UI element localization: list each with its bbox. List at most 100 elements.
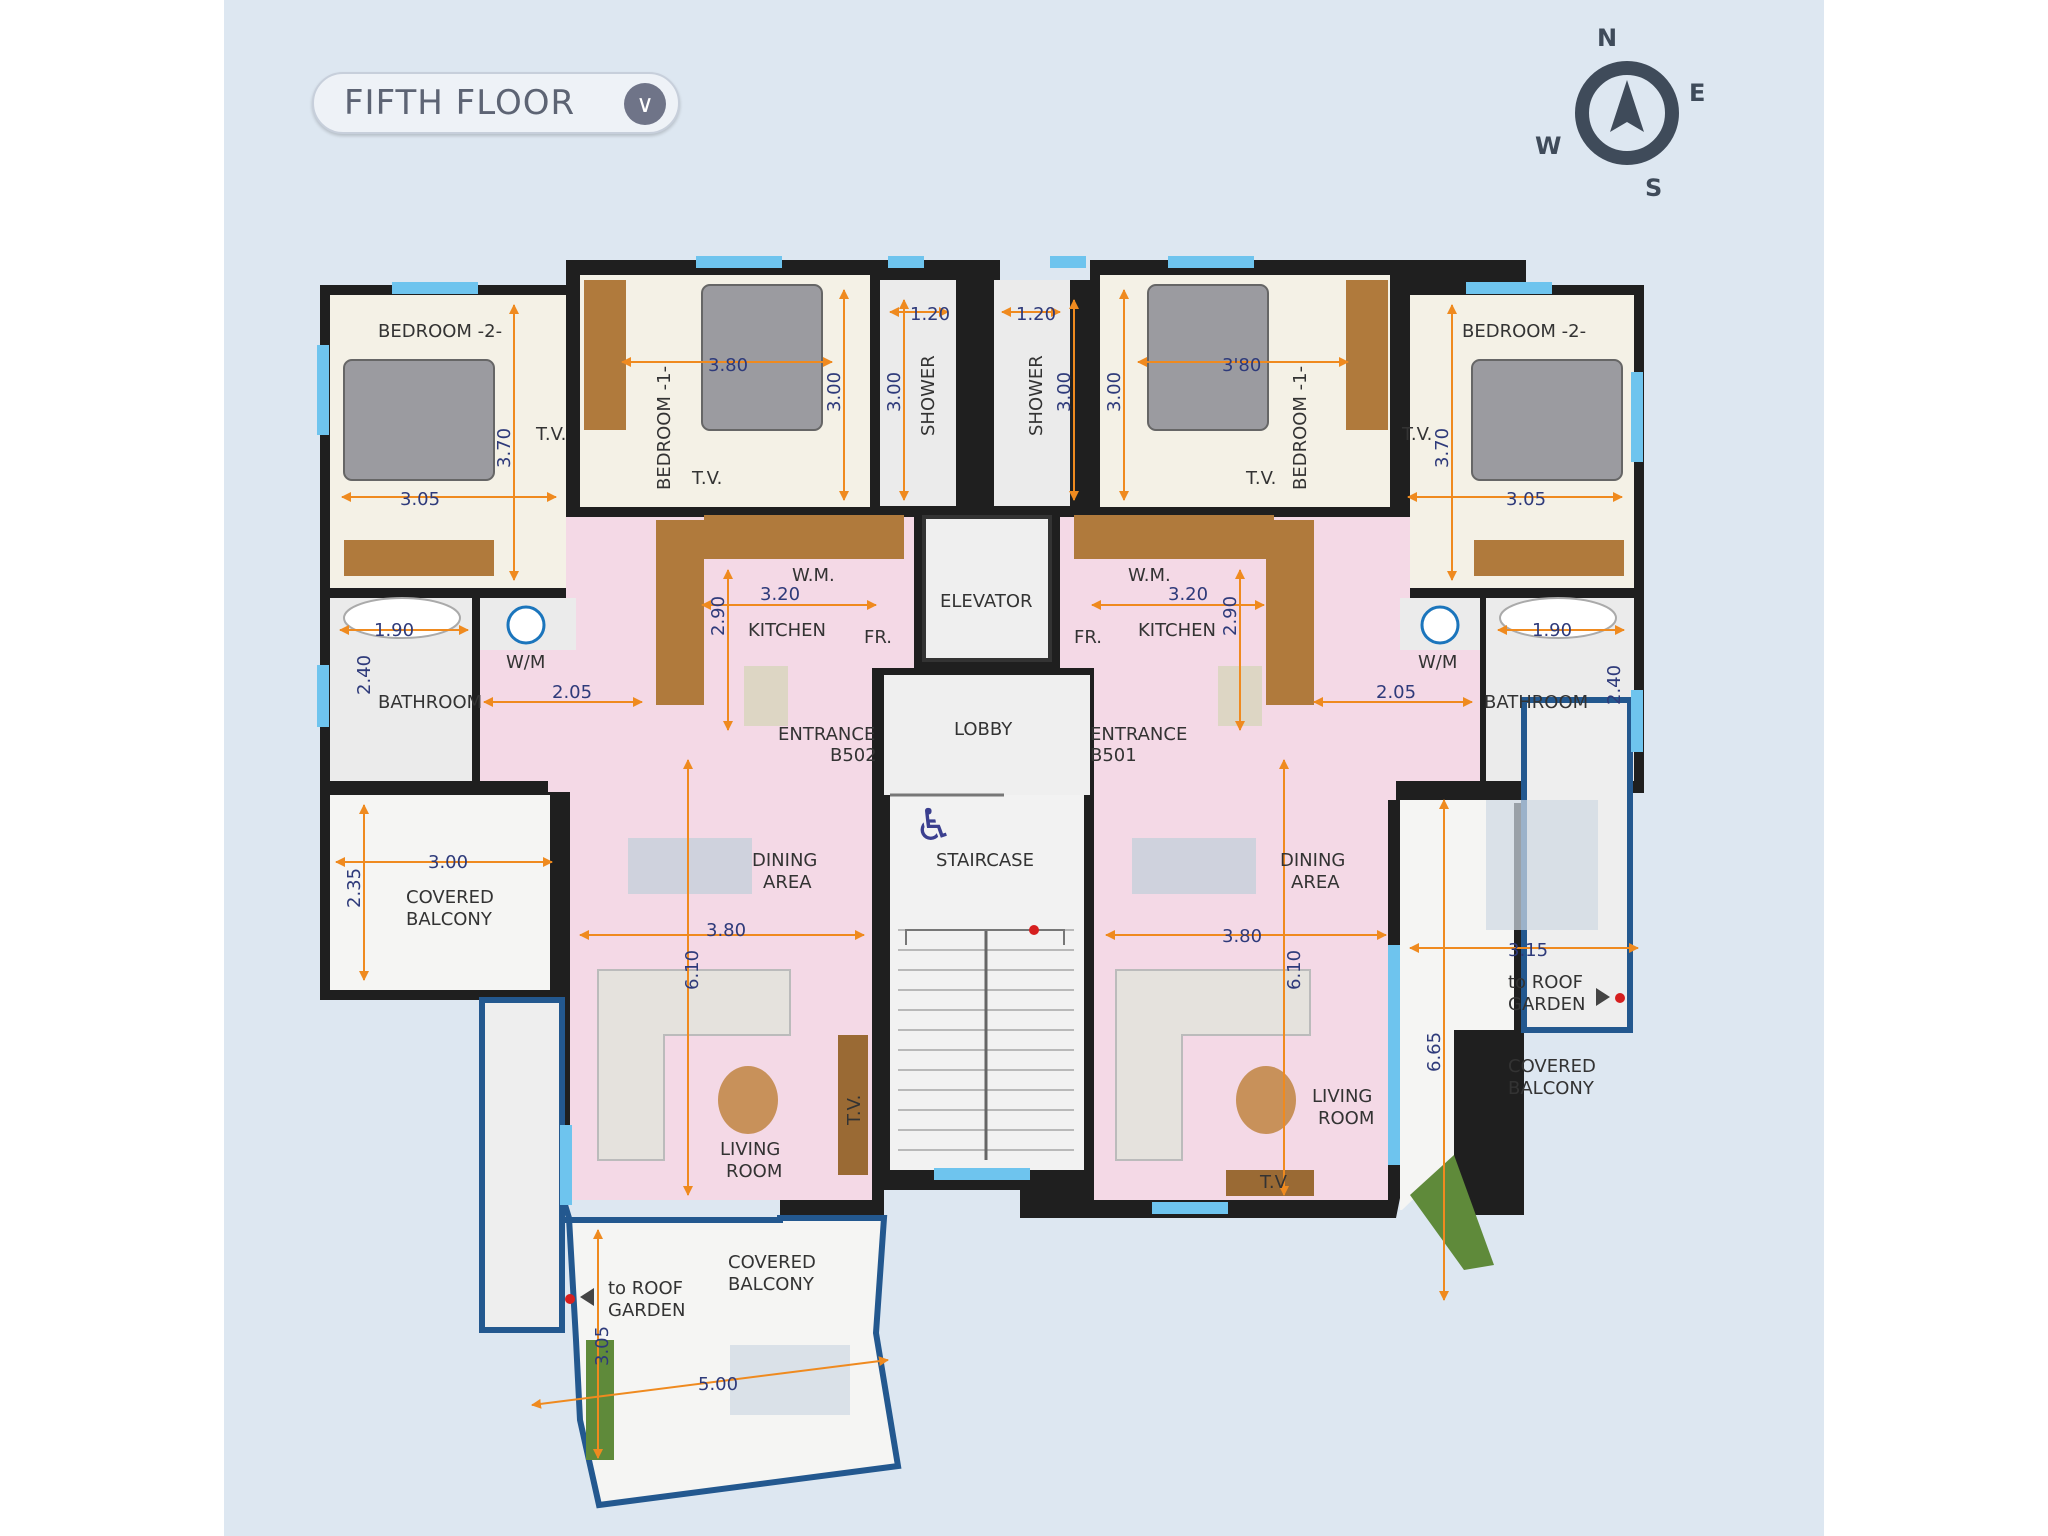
kitchen-counter-icon xyxy=(1266,520,1314,705)
washing-machine-icon xyxy=(1420,605,1460,645)
dim-bed1-width-left: 3.80 xyxy=(708,355,748,376)
label-living-left-line1: LIVING xyxy=(720,1139,780,1160)
sofa-icon xyxy=(597,969,791,1161)
room-balcony-right xyxy=(1400,800,1624,1210)
label-roof-garden-right-line1: to ROOF xyxy=(1508,972,1583,993)
label-dining-left-line2: AREA xyxy=(763,872,812,893)
label-bedroom1-left: BEDROOM -1- xyxy=(654,366,675,490)
label-bathroom-right: BATHROOM xyxy=(1484,692,1588,713)
label-roof-garden-left-line1: to ROOF xyxy=(608,1278,683,1299)
dim-kitchen-width-left: 3.20 xyxy=(760,584,800,605)
label-balcony-left-line1: COVERED xyxy=(406,887,494,908)
label-bedroom2-right: BEDROOM -2- xyxy=(1462,321,1586,342)
label-balcony-left-line2: BALCONY xyxy=(406,909,493,930)
floor-selector[interactable]: FIFTH FLOOR ∨ xyxy=(312,72,680,134)
washing-machine-icon xyxy=(506,605,546,645)
kitchen-counter-icon xyxy=(704,515,904,559)
window xyxy=(888,256,924,268)
dim-balcony-width-right: 3.15 xyxy=(1508,940,1548,961)
label-balcony-right-line1: COVERED xyxy=(1508,1056,1596,1077)
room-shower-right xyxy=(994,280,1070,506)
window xyxy=(560,1125,572,1205)
label-tv-living-left: T.V. xyxy=(844,1095,865,1126)
dim-bed1-height-right: 3.00 xyxy=(1104,372,1125,412)
outdoor-seating-icon xyxy=(1486,800,1598,930)
compass-needle-icon xyxy=(1610,80,1644,132)
coffee-table-icon xyxy=(1236,1066,1296,1134)
window xyxy=(1631,690,1643,752)
dim-bath-width-right: 1.90 xyxy=(1532,620,1572,641)
label-wm-kitchen-left: W.M. xyxy=(792,565,835,586)
dim-kitchen-height-left: 2.90 xyxy=(708,596,729,636)
arrow-right-icon xyxy=(1596,988,1610,1006)
dining-table-icon xyxy=(1132,838,1256,894)
label-elevator: ELEVATOR xyxy=(940,591,1033,612)
sofa-icon xyxy=(1115,969,1311,1161)
label-bedroom2-left: BEDROOM -2- xyxy=(378,321,502,342)
label-tv-bedroom1-left: T.V. xyxy=(691,468,722,489)
wardrobe-icon xyxy=(584,280,626,430)
kitchen-counter-icon xyxy=(1074,515,1274,559)
dim-front-balcony-height: 3.05 xyxy=(592,1326,613,1366)
label-wm-bath-right: W/M xyxy=(1418,652,1457,673)
tv-unit-icon xyxy=(838,1035,868,1175)
window xyxy=(317,665,329,727)
label-lobby: LOBBY xyxy=(954,719,1013,740)
compass-ring xyxy=(1575,61,1679,165)
label-entrance-b501-line2: B501 xyxy=(1090,745,1137,766)
dim-bed2-height-left: 3.70 xyxy=(494,428,515,468)
label-entrance-b502-line1: ENTRANCE xyxy=(778,724,875,745)
dim-bath-height-left: 2.40 xyxy=(354,655,375,695)
dim-balcony-width-left: 3.00 xyxy=(428,852,468,873)
window xyxy=(1388,945,1400,1165)
label-tv-bedroom2-left: T.V. xyxy=(535,424,566,445)
dim-bath-width-left: 1.90 xyxy=(374,620,414,641)
dim-bed2-width-left: 3.05 xyxy=(400,489,440,510)
label-living-right-line1: LIVING xyxy=(1312,1086,1372,1107)
dim-shower-width-left: 1.20 xyxy=(910,304,950,325)
window xyxy=(1466,282,1552,294)
dining-table-icon xyxy=(628,838,752,894)
windows xyxy=(317,256,1643,1214)
label-fridge-left: FR. xyxy=(864,627,892,648)
room-elevator xyxy=(922,515,1052,662)
label-wm-kitchen-right: W.M. xyxy=(1128,565,1171,586)
label-tv-living-right: T.V xyxy=(1259,1172,1288,1193)
window xyxy=(934,1168,1030,1180)
dim-kitchen-height-right: 2.90 xyxy=(1220,596,1241,636)
chevron-down-icon[interactable]: ∨ xyxy=(624,83,666,125)
label-bedroom1-right: BEDROOM -1- xyxy=(1290,366,1311,490)
label-shower-right: SHOWER xyxy=(1026,355,1047,436)
coffee-table-icon xyxy=(718,1066,778,1134)
stair-landing-line xyxy=(905,929,1065,945)
window xyxy=(317,345,329,435)
compass-north: N xyxy=(1597,24,1617,52)
label-staircase: STAIRCASE xyxy=(936,850,1034,871)
dim-bed2-width-right: 3.05 xyxy=(1506,489,1546,510)
label-front-balcony-line2: BALCONY xyxy=(728,1274,815,1295)
dim-bed1-width-right: 3'80 xyxy=(1222,355,1261,376)
outdoor-seating-icon xyxy=(730,1345,850,1415)
label-shower-left: SHOWER xyxy=(918,355,939,436)
building-footprint: ♿ xyxy=(317,256,1644,1509)
compass-south: S xyxy=(1645,174,1662,202)
kitchen-island-icon xyxy=(744,666,788,726)
dim-bath-height-right: 2.40 xyxy=(1604,665,1625,705)
label-dining-right-line2: AREA xyxy=(1291,872,1340,893)
dim-balcony-height-right: 6.65 xyxy=(1424,1032,1445,1072)
label-balcony-right-line2: BALCONY xyxy=(1508,1078,1595,1099)
label-front-balcony-line1: COVERED xyxy=(728,1252,816,1273)
dim-kitchen-width-right: 3.20 xyxy=(1168,584,1208,605)
dim-bed1-height-left: 3.00 xyxy=(824,372,845,412)
floor-plan-canvas: FIFTH FLOOR ∨ N E S W xyxy=(224,0,1824,1536)
window xyxy=(392,282,478,294)
window xyxy=(1050,256,1086,268)
dim-balcony-height-left: 2.35 xyxy=(344,868,365,908)
label-living-left-line2: ROOM xyxy=(726,1161,782,1182)
window xyxy=(1168,256,1254,268)
label-entrance-b502-line2: B502 xyxy=(830,745,877,766)
stair-marker-icon xyxy=(565,1294,575,1304)
compass-west: W xyxy=(1535,132,1561,160)
room-shower-left xyxy=(880,280,956,506)
label-roof-garden-right-line2: GARDEN xyxy=(1508,994,1585,1015)
